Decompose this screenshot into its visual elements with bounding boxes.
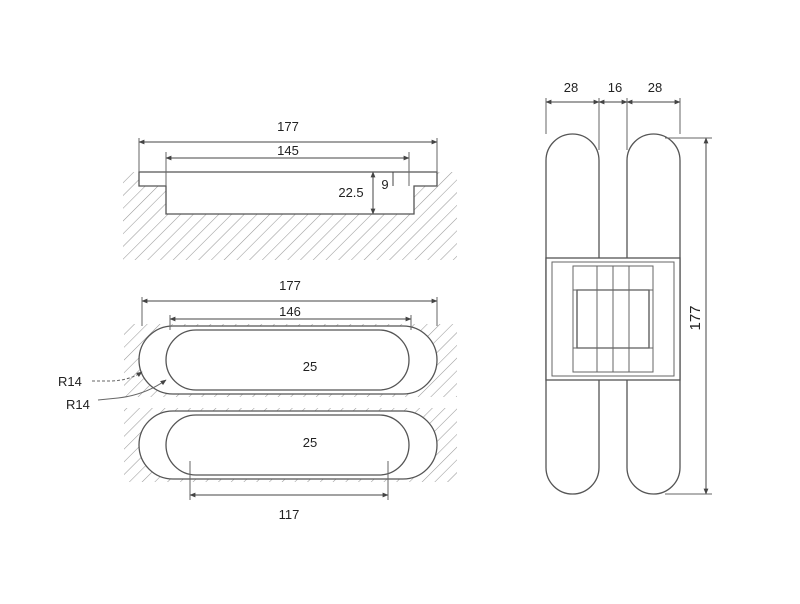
dim-label-section-9: 9 [381,177,388,192]
dim-label-lower-25: 25 [303,435,317,450]
dim-label-top-177: 177 [279,278,301,293]
radius-label-inner: R14 [66,397,90,412]
dim-label-right-28: 28 [648,80,662,95]
dim-label-section-177: 177 [277,119,299,134]
section-cutout [138,171,438,215]
radius-label-outer: R14 [58,374,82,389]
dim-label-section-145: 145 [277,143,299,158]
dim-label-section-22-5: 22.5 [338,185,363,200]
routing-top-view: 177 146 25 R14 R14 [58,278,457,412]
dim-label-top-25: 25 [303,359,317,374]
lower-inner-pocket [165,414,410,476]
routing-section-view: 177 145 22.5 9 [123,119,457,260]
radius-leader-outer [92,371,143,382]
dim-label-gap-16: 16 [608,80,622,95]
hinge-mechanism-inner [551,261,675,377]
dim-label-left-28: 28 [564,80,578,95]
hinge-front-view: 28 16 28 177 [545,80,712,495]
radius-leader-inner [97,379,167,401]
routing-lower-view: 25 117 [124,408,457,522]
dim-label-top-146: 146 [279,304,301,319]
dim-label-height-177: 177 [687,305,704,330]
dim-label-117: 117 [279,507,300,522]
inner-pocket [165,329,410,391]
